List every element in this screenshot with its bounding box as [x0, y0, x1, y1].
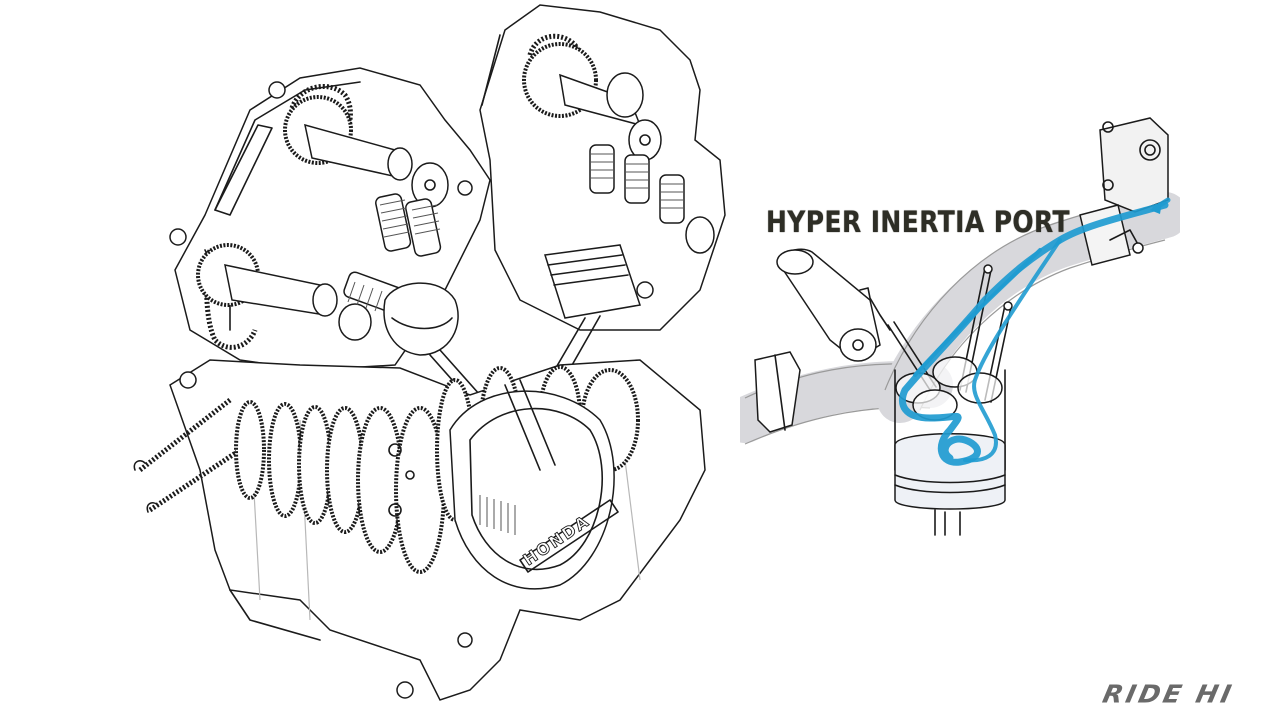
hyper-inertia-port-label: HYPER INERTIA PORT	[766, 205, 1071, 239]
engine-cutaway-illustration: HONDA	[133, 4, 726, 701]
intake-port-diagram	[740, 117, 1180, 536]
ride-hi-watermark: RIDE HI	[1099, 680, 1237, 710]
